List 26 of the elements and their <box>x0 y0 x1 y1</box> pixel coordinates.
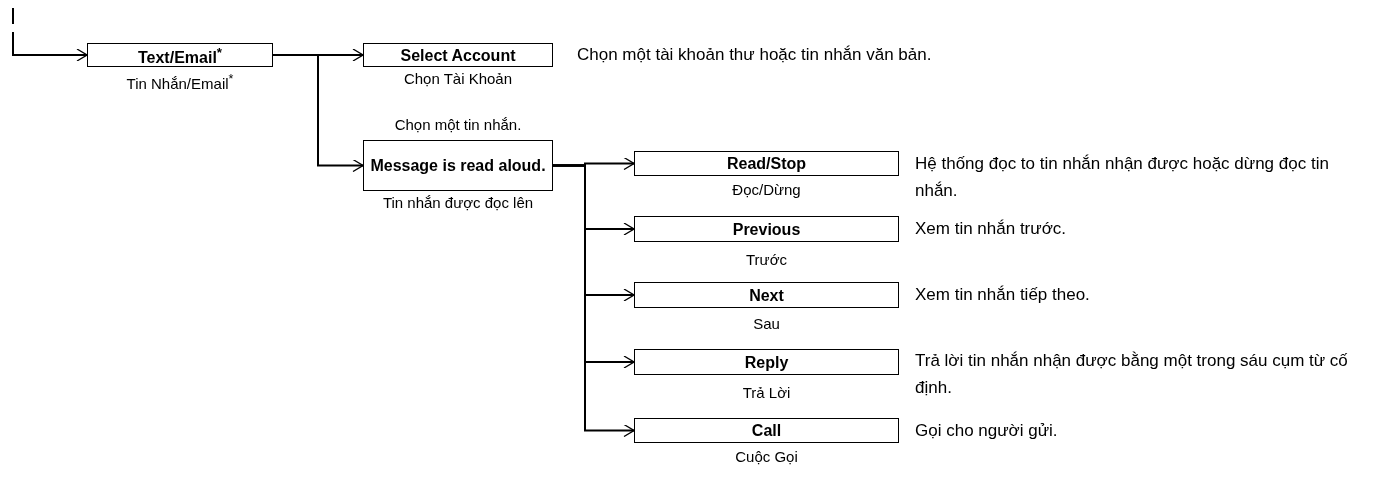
description-text: Hệ thống đọc to tin nhắn nhận được hoặc dừng đọc tin nhắn. <box>915 153 1330 202</box>
translation-label: Sau <box>752 314 781 334</box>
connector-arrow <box>12 31 88 62</box>
menu-box: Text/Email$^{*}$ <box>87 43 273 67</box>
menu-box: Next <box>634 282 899 308</box>
translation-label: Đọc/Dừng <box>731 180 802 200</box>
translation-label: Trước <box>745 250 788 270</box>
translation-label: Tin nhắn được đọc lên <box>381 193 535 213</box>
translation-label: Cuộc Gọi <box>734 447 799 467</box>
menu-box: Call <box>634 418 899 443</box>
translation-label: Chọn Tài Khoản <box>402 69 514 89</box>
description-text: Xem tin nhắn tiếp theo. <box>915 284 1091 306</box>
translation-label: Trả Lời <box>741 383 792 403</box>
connector-arrow <box>272 54 364 173</box>
menu-box: Reply <box>634 349 899 375</box>
description-text: Chọn một tài khoản thư hoặc tin nhắn văn bản. <box>577 44 933 66</box>
translation-label: Chọn một tin nhắn. <box>393 115 523 135</box>
connector-arrow <box>552 164 635 438</box>
description-text: Xem tin nhắn trước. <box>915 218 1068 240</box>
menu-box: Read/Stop <box>634 151 899 176</box>
description-text: Gọi cho người gửi. <box>915 420 1059 442</box>
menu-box: Previous <box>634 216 899 242</box>
menu-box: Select Account <box>363 43 553 67</box>
description-text: Trả lời tin nhắn nhận được bằng một trong sáu cụm từ cố định. <box>915 350 1349 399</box>
translation-label: Tin Nhắn/Email$^{*}$ <box>125 71 235 94</box>
menu-box: Message is read aloud. <box>363 140 553 191</box>
